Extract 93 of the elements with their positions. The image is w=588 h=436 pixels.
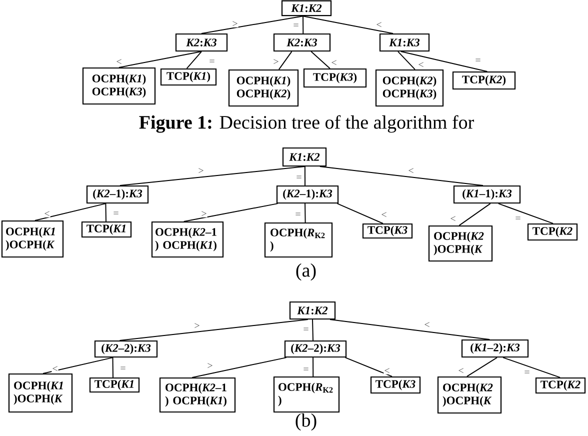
branch-line	[302, 16, 304, 34]
edge-label: =	[294, 212, 302, 218]
comparison-box: (K2–2):K3	[94, 340, 158, 358]
edge-label: =	[112, 211, 120, 217]
branch-line	[400, 51, 488, 72]
edge-label: <	[44, 210, 50, 218]
edge-label: <	[418, 62, 424, 68]
edge-label: >	[232, 20, 238, 28]
branch-line	[466, 357, 498, 377]
subfigure-label: (a)	[296, 263, 316, 281]
edge-label: =	[524, 370, 530, 376]
outcome-box: TCP(K2	[535, 377, 586, 394]
branch-line	[502, 357, 560, 378]
comparison-box: (K1–2):K3	[461, 339, 529, 358]
edge-label: <	[376, 22, 382, 28]
comparison-box: (K2–1):K3	[276, 185, 339, 204]
edge-label: >	[272, 58, 280, 66]
figure-caption: Figure 1: Decision tree of the algorithm for	[139, 115, 474, 133]
outcome-box: OCPH(R$_{K2}$ )	[264, 222, 333, 258]
branch-line	[304, 203, 306, 223]
edge-label: <	[116, 58, 122, 66]
edge-label: <	[450, 216, 456, 222]
edge-label: <	[380, 212, 388, 218]
outcome-box: TCP(K3)	[303, 68, 367, 88]
comparison-box: (K2–1):K3	[86, 185, 149, 204]
comparison-box: K2:K3	[175, 33, 228, 52]
comparison-box: K1:K2	[281, 0, 332, 16]
edge-label: >	[198, 168, 204, 174]
branch-line	[312, 319, 314, 341]
branch-line	[186, 51, 202, 69]
branch-line	[304, 166, 306, 186]
outcome-box: TCP(K3	[370, 376, 421, 394]
branch-line	[302, 16, 394, 34]
branch-line	[119, 166, 305, 186]
edge-label: =	[120, 366, 126, 372]
outcome-box: TCP(K2	[527, 223, 578, 241]
outcome-box: TCP(K2)	[452, 71, 516, 90]
edge-label: <	[330, 60, 338, 66]
comparison-box: K1:K2	[289, 301, 336, 320]
comparison-box: K2:K3	[273, 33, 331, 52]
comparison-box: (K1–1):K3	[453, 185, 521, 204]
outcome-box: OCPH(K1) OCPH(K2)	[228, 69, 299, 107]
outcome-box: TCP(K1	[89, 377, 140, 393]
outcome-box: OCPH(K2) OCPH(K3)	[375, 69, 444, 107]
branch-line	[112, 357, 114, 378]
edge-label: <	[384, 368, 390, 374]
branch-line	[398, 51, 416, 70]
outcome-box: TCP(K3	[362, 223, 413, 239]
edge-label: =	[292, 23, 300, 29]
outcome-box: OCPH(K2 )OCPH(K	[437, 376, 502, 414]
branch-line	[118, 51, 202, 68]
branch-line	[119, 319, 308, 341]
edge-label: <	[52, 366, 58, 372]
edge-label: =	[208, 59, 216, 65]
outcome-box: TCP(K1)	[160, 68, 217, 86]
edge-label: <	[458, 368, 464, 374]
comparison-box: K1:K2	[282, 147, 327, 167]
branch-line	[336, 203, 384, 224]
comparison-box: (K2–2):K3	[284, 340, 347, 358]
outcome-box: OCPH(K1 )OCPH(K	[8, 373, 73, 413]
outcome-box: OCPH(K1 )OCPH(K	[1, 220, 64, 258]
branch-line	[278, 51, 292, 70]
edge-label: >	[206, 362, 214, 370]
branch-line	[105, 203, 106, 222]
branch-line	[319, 166, 484, 186]
branch-line	[312, 357, 314, 377]
branch-line	[201, 16, 304, 34]
edge-label: >	[200, 210, 208, 218]
outcome-box: OCPH(R$_{K2}$ )	[273, 376, 340, 413]
edge-label: <	[424, 322, 430, 328]
branch-line	[458, 203, 491, 226]
branch-line	[310, 51, 330, 69]
branch-line	[183, 203, 278, 222]
branch-line	[192, 357, 287, 378]
comparison-box: K1:K3	[379, 33, 430, 52]
outcome-box: OCPH(K2 )OCPH(K	[428, 225, 493, 262]
outcome-box: TCP(K1	[81, 221, 132, 238]
branch-line	[42, 357, 114, 374]
subfigure-label: (b)	[296, 413, 316, 431]
edge-label: <	[408, 168, 414, 174]
edge-label: >	[194, 322, 200, 330]
branch-line	[330, 319, 490, 340]
edge-label: =	[474, 58, 482, 64]
branch-line	[498, 203, 554, 224]
edge-label: =	[302, 367, 310, 373]
edge-label: =	[514, 216, 522, 222]
outcome-box: OCPH(K2–1 ) OCPH(K1)	[151, 221, 224, 258]
branch-line	[344, 357, 392, 377]
outcome-box: OCPH(K2–1 ) OCPH(K1)	[159, 377, 236, 413]
outcome-box: OCPH(K1) OCPH(K3)	[82, 67, 156, 105]
edge-label: =	[296, 175, 302, 181]
branch-line	[34, 203, 106, 221]
edge-label: =	[302, 327, 310, 333]
